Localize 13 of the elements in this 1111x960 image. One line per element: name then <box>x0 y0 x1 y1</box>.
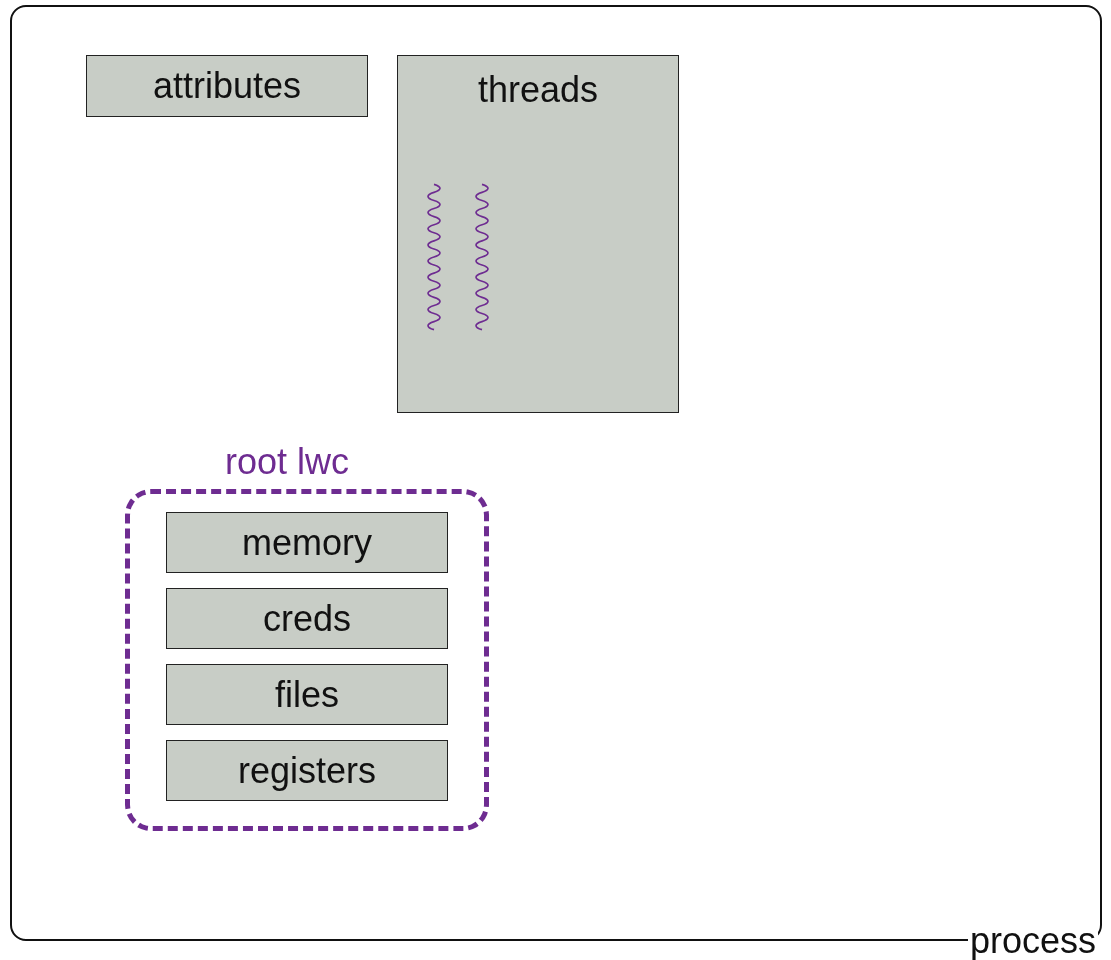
box-label: memory <box>242 524 372 561</box>
box-label: registers <box>237 752 376 789</box>
component-box <box>86 55 368 117</box>
component-box <box>166 740 448 801</box>
group-label: root lwc <box>225 440 350 484</box>
component-box <box>166 664 448 725</box>
component-box <box>166 512 448 573</box>
box-label: threads <box>477 72 599 108</box>
threads-box <box>397 55 679 413</box>
box-label: attributes <box>152 68 302 104</box>
component-box <box>166 588 448 649</box>
box-label: creds <box>263 600 351 637</box>
box-label: files <box>275 676 339 713</box>
